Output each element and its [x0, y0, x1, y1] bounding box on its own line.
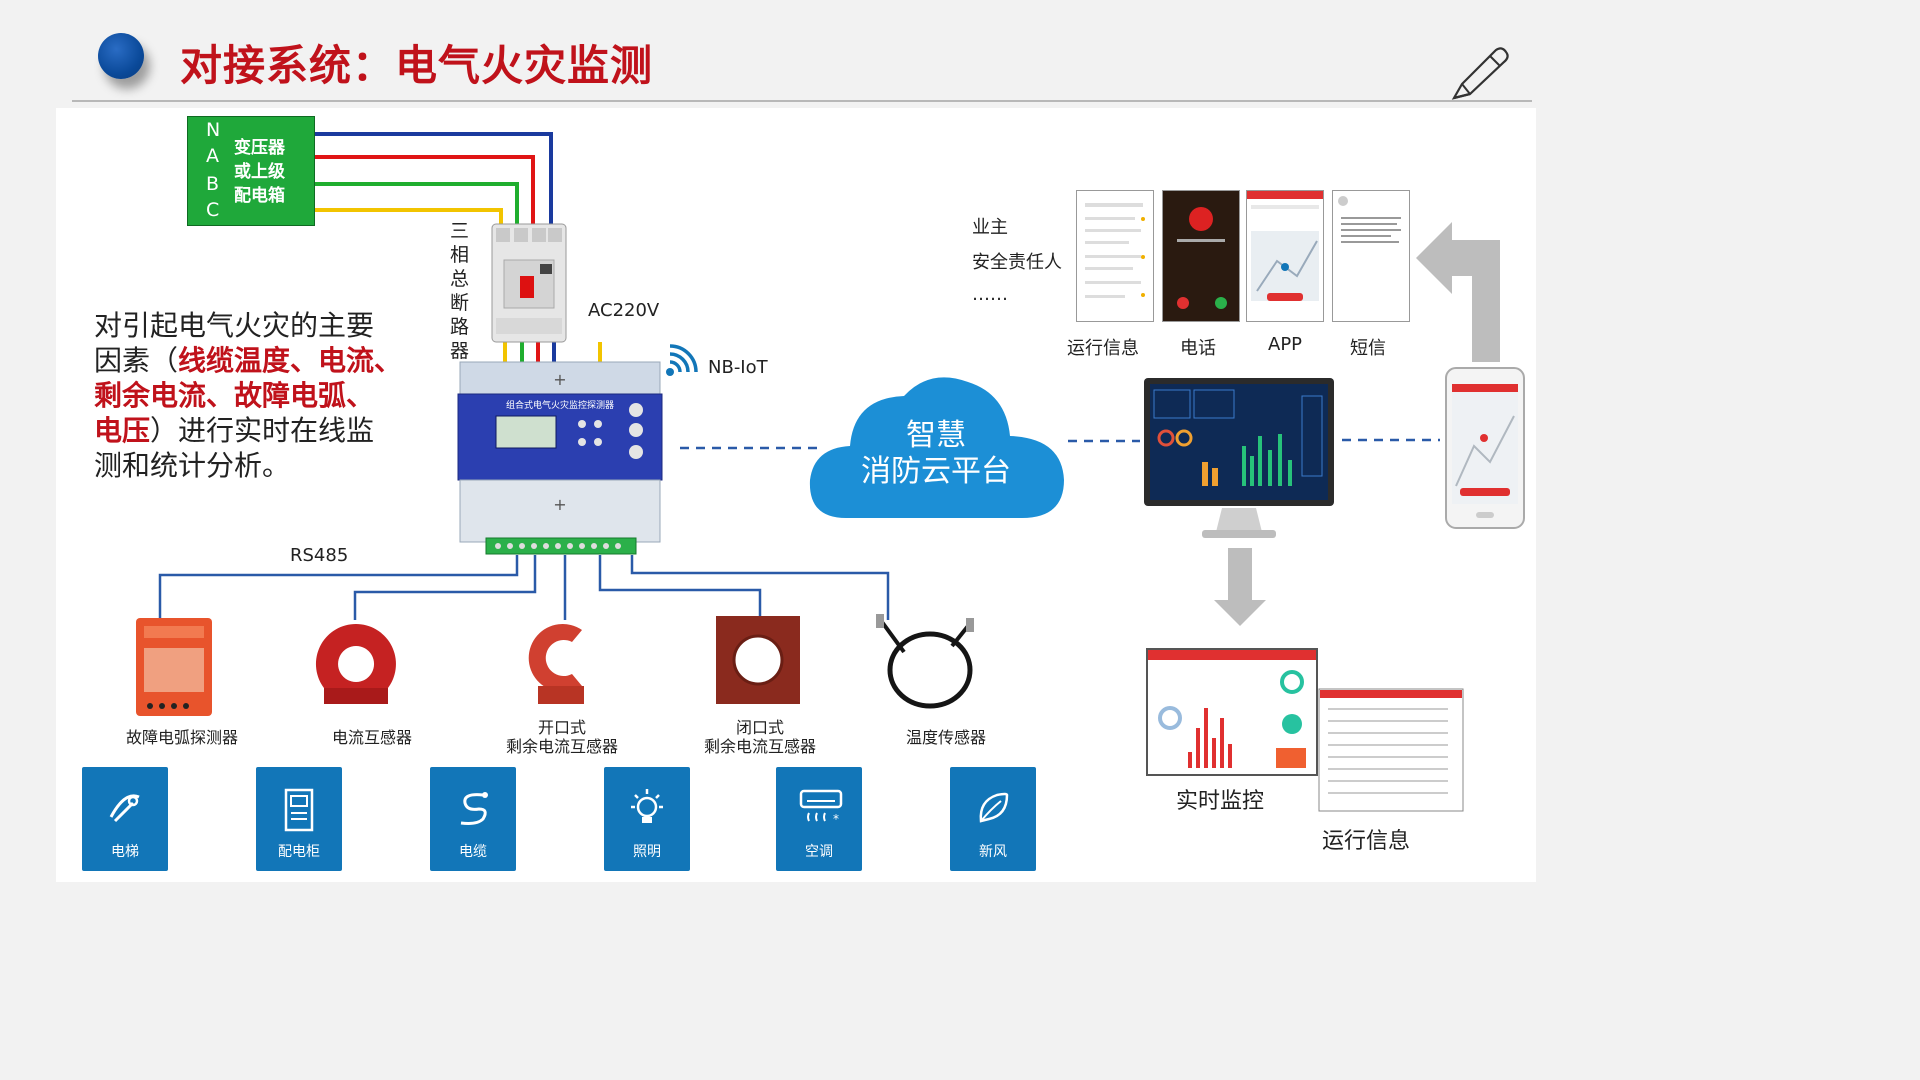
tile-label: 空调 [805, 844, 833, 860]
bus-ct [353, 555, 537, 620]
closed-residual-current-transformer [716, 616, 800, 704]
sms-screen [1332, 190, 1410, 322]
cloud-title-line1: 智慧 [906, 418, 966, 453]
runinfo-screen-label: 运行信息 [1322, 829, 1411, 854]
ac220v-label: AC220V [588, 300, 660, 321]
source-label-line2: 或上级 [234, 162, 285, 182]
tile-label: 配电柜 [278, 844, 320, 860]
phase-b-label: B [206, 173, 220, 195]
phase-n-label: N [206, 119, 221, 141]
wire-a [313, 155, 535, 228]
breaker-label-char: 相 [450, 244, 470, 266]
recipient-owner: 业主 [972, 217, 1008, 238]
header [0, 0, 1568, 108]
tile-cable: 电缆 [430, 767, 516, 871]
power-source-box: N A B C 变压器 或上级 配电箱 [187, 116, 315, 226]
intro-highlight3: 电压 [94, 414, 151, 447]
monitor-dashboard [1144, 378, 1334, 538]
mobile-phone-app [1445, 367, 1525, 529]
channel-sms-label: 短信 [1350, 338, 1386, 359]
breaker-label-char: 路 [450, 316, 470, 338]
breaker-label-char: 总 [450, 268, 470, 290]
arrow-phone-up [1416, 222, 1500, 362]
intro-paragraph: 对引起电气火灾的主要 因素（线缆温度、电流、 剩余电流、故障电弧、 电压）进行实… [94, 308, 434, 483]
distribution-cabinet-icon [284, 788, 314, 832]
pen-icon [1451, 47, 1509, 100]
intro-line5: 测和统计分析。 [94, 449, 291, 482]
realtime-monitoring-label: 实时监控 [1176, 789, 1265, 814]
page-title: 对接系统：电气火灾监测 [180, 41, 654, 90]
tile-distribution-cabinet: 配电柜 [256, 767, 342, 871]
arrow-down [1214, 548, 1266, 626]
air-conditioner-icon: * [799, 789, 843, 826]
elevator-icon [109, 794, 140, 823]
intro-line1: 对引起电气火灾的主要 [94, 309, 375, 342]
breaker-label-char: 器 [450, 340, 470, 362]
recipient-more: …… [972, 284, 1008, 305]
sensor-label-temperature: 温度传感器 [905, 728, 986, 747]
intro-rest1: ）进行实时在线监 [150, 414, 375, 447]
title-bullet [98, 33, 144, 79]
temperature-sensor [876, 614, 974, 709]
phone-call-screen [1162, 190, 1240, 322]
svg-text:*: * [833, 812, 839, 826]
circuit-breaker [491, 223, 567, 343]
lighting-icon [631, 789, 663, 823]
breaker-label-char: 三 [450, 220, 470, 242]
tile-label: 新风 [979, 844, 1007, 860]
tile-elevator: 电梯 [82, 767, 168, 871]
fresh-air-icon [979, 792, 1009, 823]
cable-icon [460, 792, 488, 825]
tile-label: 照明 [633, 844, 661, 860]
wire-n [313, 132, 553, 228]
nbiot-label: NB-IoT [708, 357, 768, 378]
wireless-signal-icon [666, 344, 698, 376]
tile-fresh-air: 新风 [950, 767, 1036, 871]
intro-prefix: 因素（ [94, 344, 179, 377]
bus-arc-detector [158, 555, 519, 620]
runinfo-report-screenshot [1318, 688, 1464, 812]
bus-closed-rcd [598, 555, 762, 620]
rs485-label: RS485 [290, 545, 349, 566]
app-map-screen [1246, 190, 1324, 322]
svg-text:+: + [553, 495, 566, 514]
bus-temp [630, 555, 890, 620]
sensor-label-open-rcd: 开口式 剩余电流互感器 [505, 718, 618, 756]
realtime-dashboard-screenshot [1146, 648, 1318, 776]
source-label-line1: 变压器 [234, 138, 285, 158]
channel-runinfo-label: 运行信息 [1067, 338, 1139, 359]
sensor-label-closed-rcd: 闭口式 剩余电流互感器 [703, 718, 816, 756]
arc-fault-detector [136, 618, 212, 716]
intro-highlight1: 线缆温度、电流、 [178, 344, 403, 377]
detector-device-text: 组合式电气火灾监控探测器 [506, 399, 614, 411]
recipient-safety-officer: 安全责任人 [972, 252, 1062, 273]
tile-label: 电梯 [111, 844, 139, 860]
open-residual-current-transformer [528, 624, 584, 704]
fire-monitoring-detector: + 组合式电气火灾监控探测器 + [457, 361, 663, 555]
svg-text:+: + [553, 370, 566, 389]
channel-phone-label: 电话 [1180, 338, 1216, 359]
runinfo-phone-screen [1076, 190, 1154, 322]
intro-highlight2: 剩余电流、故障电弧、 [94, 379, 375, 412]
tile-lighting: 照明 [604, 767, 690, 871]
current-transformer [315, 624, 396, 704]
sensor-label-current-transformer: 电流互感器 [331, 728, 412, 747]
sensor-label-arc-fault: 故障电弧探测器 [125, 728, 238, 747]
phase-a-label: A [206, 145, 219, 167]
breaker-label-char: 断 [450, 292, 470, 314]
diagram-wires [158, 132, 1500, 626]
wire-b [313, 182, 519, 228]
source-label-line3: 配电箱 [234, 186, 285, 206]
cloud-platform-icon [809, 377, 1064, 518]
tile-air-conditioner: * 空调 [776, 767, 862, 871]
phase-c-label: C [206, 199, 220, 221]
channel-app-label: APP [1268, 334, 1303, 355]
wire-c [313, 208, 503, 228]
tile-label: 电缆 [459, 844, 487, 860]
cloud-title-line2: 消防云平台 [861, 454, 1011, 489]
title-divider [72, 100, 1532, 102]
